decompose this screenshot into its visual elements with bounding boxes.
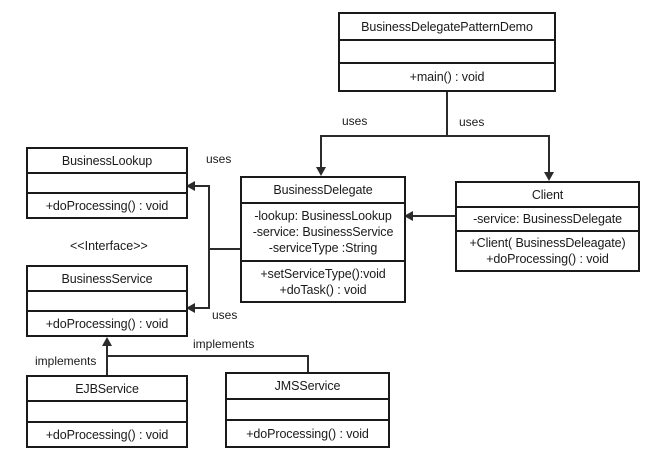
attribute-label: -service: BusinessService [252, 225, 394, 239]
class-name-compartment: EJBService [28, 377, 186, 402]
class-box-client[interactable]: Client -service: BusinessDelegate +Clien… [455, 181, 640, 272]
methods-compartment: +doProcessing() : void [28, 312, 186, 335]
method-label: +Client( BusinessDeleagate) [469, 236, 626, 250]
class-name-compartment: JMSService [227, 374, 388, 400]
arrowhead-implements-to-business-service [102, 337, 112, 346]
connector-ejb-implements-vertical [106, 366, 108, 378]
edge-label-demo-to-client: uses [458, 115, 486, 129]
class-box-business-delegate[interactable]: BusinessDelegate -lookup: BusinessLookup… [240, 176, 406, 303]
class-name-label: BusinessService [61, 271, 153, 286]
attributes-compartment [227, 400, 388, 421]
class-name-label: BusinessDelegate [273, 183, 373, 197]
method-label: +doProcessing() : void [486, 252, 609, 266]
class-name-compartment: BusinessLookup [28, 149, 186, 174]
class-box-ejb-service[interactable]: EJBService +doProcessing() : void [26, 375, 188, 448]
method-label: +doTask() : void [279, 282, 367, 297]
connector-delegate-to-service [194, 307, 210, 309]
attribute-label: -service: BusinessDelegate [473, 212, 622, 226]
arrowhead-delegate-to-lookup [186, 181, 195, 191]
methods-compartment: +main() : void [340, 64, 554, 90]
connector-demo-to-delegate-horizontal [320, 135, 448, 137]
connector-demo-to-delegate-vertical [320, 135, 322, 168]
connector-delegate-to-lookup [194, 185, 210, 187]
connector-jms-implements-vertical [307, 355, 309, 374]
connector-demo-to-client-vertical [548, 135, 550, 173]
class-name-label: EJBService [75, 381, 139, 396]
methods-compartment: +doProcessing() : void [227, 421, 388, 446]
attributes-compartment [28, 402, 186, 423]
connector-delegate-left-stub [208, 248, 242, 250]
method-label: +doProcessing() : void [45, 316, 169, 331]
class-box-business-lookup[interactable]: BusinessLookup +doProcessing() : void [26, 147, 188, 219]
class-name-label: BusinessDelegatePatternDemo [361, 19, 533, 34]
class-name-compartment: BusinessDelegatePatternDemo [340, 14, 554, 41]
class-box-business-delegate-pattern-demo[interactable]: BusinessDelegatePatternDemo +main() : vo… [338, 12, 556, 92]
connector-demo-to-client-horizontal [446, 135, 550, 137]
method-label: +doProcessing() : void [246, 426, 369, 441]
method-label: +main() : void [409, 70, 485, 84]
arrowhead-demo-to-delegate [316, 167, 326, 176]
class-box-business-service[interactable]: BusinessService +doProcessing() : void [26, 265, 188, 337]
attribute-label: -serviceType :String [268, 241, 378, 255]
connector-jms-implements-horizontal [106, 355, 309, 357]
methods-compartment: +doProcessing() : void [28, 194, 186, 217]
arrowhead-delegate-to-service [186, 303, 195, 313]
class-name-compartment: BusinessDelegate [242, 178, 404, 204]
method-label: +doProcessing() : void [45, 198, 169, 213]
stereotype-label-business-service: <<Interface>> [70, 239, 148, 253]
class-name-label: BusinessLookup [61, 153, 153, 168]
class-name-compartment: BusinessService [28, 267, 186, 292]
class-box-jms-service[interactable]: JMSService +doProcessing() : void [225, 372, 390, 448]
edge-label-jms-implements: implements [192, 337, 256, 351]
methods-compartment: +Client( BusinessDeleagate) +doProcessin… [457, 232, 638, 270]
attributes-compartment: -service: BusinessDelegate [457, 208, 638, 232]
attributes-compartment [28, 174, 186, 194]
methods-compartment: +setServiceType():void +doTask() : void [242, 262, 404, 301]
methods-compartment: +doProcessing() : void [28, 423, 186, 446]
attributes-compartment [28, 292, 186, 312]
connector-implements-spine [106, 345, 108, 377]
attributes-compartment [340, 41, 554, 64]
class-name-label: Client [531, 187, 564, 202]
method-label: +setServiceType():void [260, 266, 386, 281]
arrowhead-client-to-delegate [404, 211, 413, 221]
edge-label-delegate-to-service: uses [211, 308, 239, 322]
edge-label-ejb-implements: implements [34, 354, 98, 368]
edge-label-delegate-to-lookup: uses [205, 152, 233, 166]
attribute-label: -lookup: BusinessLookup [254, 209, 392, 223]
attributes-compartment: -lookup: BusinessLookup -service: Busine… [242, 204, 404, 262]
connector-delegate-left-spine [208, 185, 210, 309]
class-name-compartment: Client [457, 183, 638, 208]
arrowhead-demo-to-client [544, 172, 554, 181]
connector-demo-stem [446, 92, 448, 137]
class-name-label: JMSService [274, 379, 341, 393]
connector-client-to-delegate [412, 215, 456, 217]
edge-label-demo-to-delegate: uses [341, 114, 369, 128]
method-label: +doProcessing() : void [45, 427, 169, 442]
